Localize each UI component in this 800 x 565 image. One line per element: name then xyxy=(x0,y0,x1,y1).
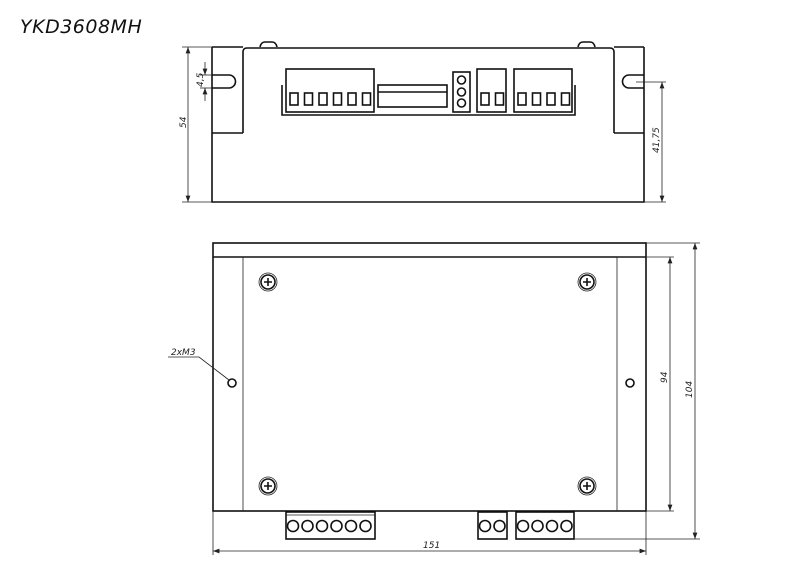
terminal-hole xyxy=(301,519,314,533)
terminal-block-4 xyxy=(513,68,573,113)
svg-text:54: 54 xyxy=(179,116,189,128)
dimension-104: 104 xyxy=(574,242,700,540)
hole-callout: 2xM3 xyxy=(168,348,230,381)
terminal-hole xyxy=(359,519,372,533)
terminal-hole xyxy=(516,519,530,533)
svg-text:104: 104 xyxy=(685,381,695,398)
dimension-41-75: 41,75 xyxy=(636,81,666,203)
display-window xyxy=(377,84,448,108)
terminal-screw xyxy=(560,92,571,106)
terminal-screw xyxy=(546,92,556,106)
drawing-title: YKD3608MH xyxy=(20,16,143,38)
terminal-screw xyxy=(289,92,299,106)
terminal-screw xyxy=(347,92,357,106)
svg-text:94: 94 xyxy=(660,371,670,383)
mounting-slot-left xyxy=(212,74,237,89)
terminal-screw xyxy=(517,92,527,106)
screw-icon xyxy=(577,476,597,496)
mounting-hole-right xyxy=(625,378,635,388)
terminal-screw xyxy=(494,92,505,106)
led-indicator-strip xyxy=(452,71,471,113)
svg-text:2xM3: 2xM3 xyxy=(171,348,196,358)
terminal-screw xyxy=(332,92,343,106)
terminal-screw xyxy=(361,92,372,106)
terminal-hole xyxy=(330,519,343,533)
terminal-hole xyxy=(286,519,300,533)
mounting-hole-left xyxy=(227,378,237,388)
terminal-block-4-bottom xyxy=(515,511,575,540)
terminal-screw xyxy=(303,92,314,106)
dimension-151: 151 xyxy=(212,511,647,555)
terminal-block-6-bottom xyxy=(285,511,376,540)
terminal-hole xyxy=(478,519,492,533)
dimension-54: 54 xyxy=(179,46,212,203)
svg-text:151: 151 xyxy=(423,541,440,551)
terminal-screw xyxy=(318,92,328,106)
connector-panel xyxy=(281,68,576,116)
mounting-slot-right xyxy=(621,74,644,89)
top-view: 54 4,5 41,75 xyxy=(179,41,666,203)
dimension-4-5: 4,5 xyxy=(196,62,212,101)
terminal-hole xyxy=(344,519,358,533)
screw-icon xyxy=(258,476,278,496)
screw-icon xyxy=(258,272,278,292)
terminal-hole xyxy=(545,519,559,533)
bottom-view: 151 94 104 2xM3 xyxy=(168,242,700,555)
terminal-block-2-bottom xyxy=(477,511,508,540)
terminal-block-6 xyxy=(285,68,375,113)
terminal-hole xyxy=(531,519,544,533)
terminal-hole xyxy=(493,519,506,533)
terminal-screw xyxy=(480,92,490,106)
dimension-94: 94 xyxy=(617,256,674,512)
terminal-block-2 xyxy=(476,68,507,113)
terminal-hole xyxy=(560,519,573,533)
terminal-hole xyxy=(315,519,329,533)
svg-text:41,75: 41,75 xyxy=(652,127,662,153)
terminal-screw xyxy=(531,92,542,106)
screw-icon xyxy=(577,272,597,292)
svg-text:4,5: 4,5 xyxy=(196,72,206,87)
